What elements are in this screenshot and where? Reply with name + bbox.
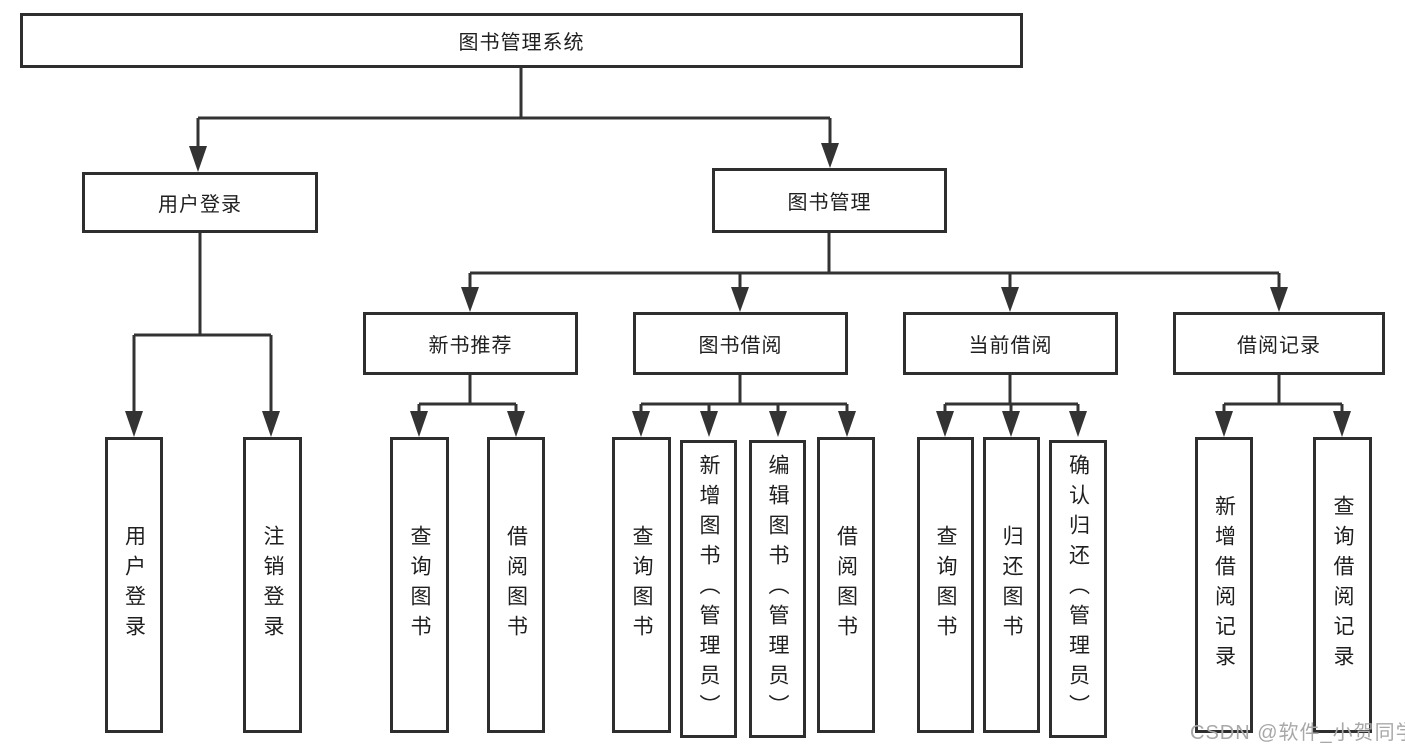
node-new-book-recommendation: 新书推荐 bbox=[363, 312, 578, 375]
node-label: 新书推荐 bbox=[428, 335, 513, 357]
node-logout: 注销登录 bbox=[243, 437, 302, 733]
node-label: 借阅图书 bbox=[834, 525, 858, 645]
node-current-return-books: 归还图书 bbox=[983, 437, 1040, 733]
node-label: 用户登录 bbox=[122, 525, 146, 645]
node-label: 借阅记录 bbox=[1237, 335, 1321, 357]
node-label: 用户登录 bbox=[158, 194, 242, 216]
node-library-management-system: 图书管理系统 bbox=[20, 13, 1023, 68]
node-records-query-borrow-record: 查询借阅记录 bbox=[1313, 437, 1372, 733]
node-label: 图书借阅 bbox=[698, 335, 783, 357]
node-label: 查询图书 bbox=[934, 525, 957, 645]
node-book-borrowing: 图书借阅 bbox=[633, 312, 848, 375]
node-book-management: 图书管理 bbox=[712, 168, 947, 233]
node-borrowing-records: 借阅记录 bbox=[1173, 312, 1385, 375]
node-label: 查询借阅记录 bbox=[1331, 495, 1354, 675]
node-label: 图书管理 bbox=[787, 192, 872, 214]
node-recommend-query-books: 查询图书 bbox=[390, 437, 449, 733]
node-label: 归还图书 bbox=[1000, 525, 1023, 645]
node-label: 借阅图书 bbox=[504, 525, 528, 645]
node-borrow-edit-books-admin: 编辑图书（管理员） bbox=[749, 440, 806, 738]
node-label: 确认归还（管理员） bbox=[1066, 454, 1090, 724]
node-borrow-add-books-admin: 新增图书（管理员） bbox=[680, 440, 737, 738]
arrowhead-icons bbox=[125, 143, 1351, 437]
node-label: 图书管理系统 bbox=[458, 32, 585, 54]
node-current-borrowing: 当前借阅 bbox=[903, 312, 1118, 375]
node-label: 注销登录 bbox=[261, 525, 284, 645]
node-user-login-leaf: 用户登录 bbox=[105, 437, 163, 733]
node-label: 编辑图书（管理员） bbox=[766, 454, 789, 724]
csdn-watermark: CSDN @软件_小贺同学 bbox=[1190, 722, 1405, 744]
connector-lines bbox=[132, 68, 1344, 411]
node-user-login: 用户登录 bbox=[82, 172, 318, 233]
node-label: 新增借阅记录 bbox=[1212, 495, 1236, 675]
node-borrow-query-books: 查询图书 bbox=[612, 437, 671, 733]
node-label: 当前借阅 bbox=[968, 335, 1053, 357]
node-current-query-books: 查询图书 bbox=[917, 437, 974, 733]
node-label: 查询图书 bbox=[630, 525, 653, 645]
node-recommend-borrow-books: 借阅图书 bbox=[487, 437, 545, 733]
node-borrow-borrow-books: 借阅图书 bbox=[817, 437, 875, 733]
node-current-confirm-return-admin: 确认归还（管理员） bbox=[1049, 440, 1107, 738]
node-label: 查询图书 bbox=[408, 525, 431, 645]
node-label: 新增图书（管理员） bbox=[697, 454, 720, 724]
node-records-add-borrow-record: 新增借阅记录 bbox=[1195, 437, 1253, 733]
